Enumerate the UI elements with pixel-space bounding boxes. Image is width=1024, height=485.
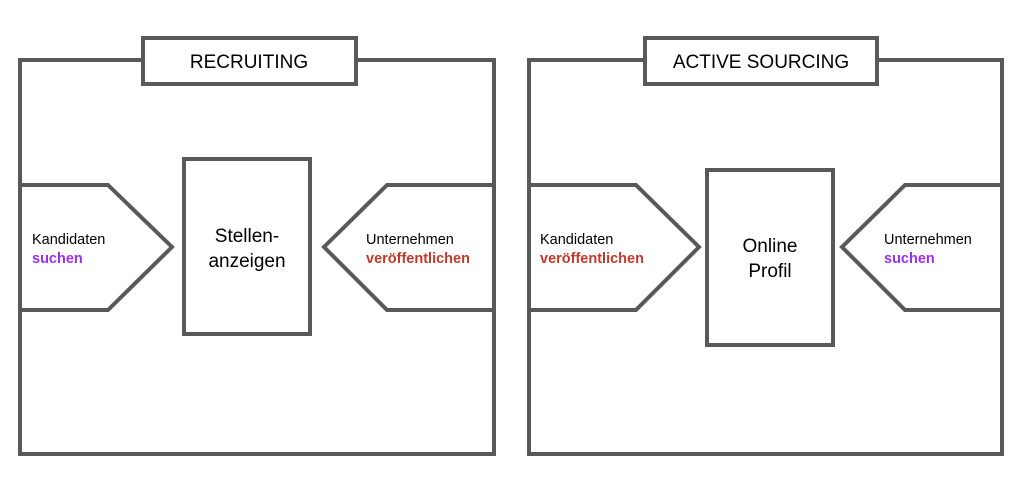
right-arrow-shape [321, 183, 496, 312]
right-arrow-label: Unternehmen [884, 232, 972, 248]
panel-title: ACTIVE SOURCING [673, 52, 849, 73]
left-arrow-shape [18, 183, 175, 312]
left-arrow-action: veröffentlichen [540, 251, 644, 267]
right-arrow-action: veröffentlichen [366, 251, 470, 267]
right-arrow-label: Unternehmen [366, 232, 454, 248]
left-arrow-action: suchen [32, 251, 83, 267]
center-label-line1: Online [743, 236, 798, 257]
center-label-line2: Profil [748, 261, 791, 282]
left-arrow-label: Kandidaten [32, 232, 105, 248]
panel-recruiting: RECRUITING Kandidaten suchen Stellen- an… [18, 36, 496, 456]
center-box [182, 157, 312, 336]
center-label-line1: Stellen- [215, 226, 279, 247]
title-box [643, 36, 879, 86]
title-box [141, 36, 358, 86]
center-label-line2: anzeigen [208, 251, 285, 272]
center-box [705, 168, 835, 347]
left-arrow-shape [527, 183, 702, 312]
panel-active-sourcing: ACTIVE SOURCING Kandidaten veröffentlich… [527, 36, 1004, 456]
right-arrow-action: suchen [884, 251, 935, 267]
left-arrow-label: Kandidaten [540, 232, 613, 248]
right-arrow-shape [839, 183, 1004, 312]
panel-title: RECRUITING [190, 52, 308, 73]
